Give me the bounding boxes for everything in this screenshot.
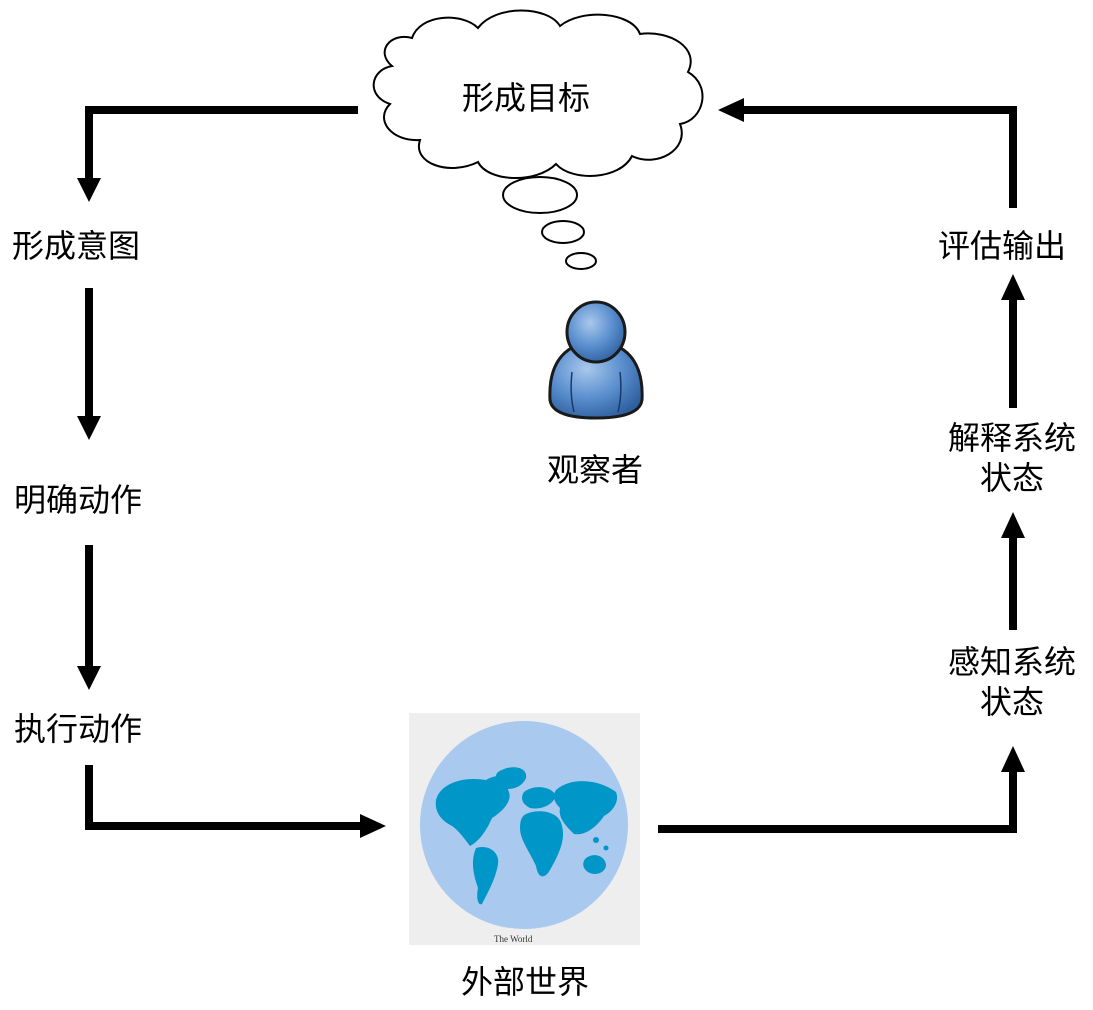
thought-cloud-icon <box>372 9 704 270</box>
perceive-state-line2: 状态 <box>979 683 1044 721</box>
world-label: 外部世界 <box>460 963 589 1001</box>
execute-action-label: 执行动作 <box>14 710 143 748</box>
arrow-perceive-to-interpret <box>1001 512 1025 630</box>
arrow-execute-to-world <box>85 765 386 838</box>
arrow-intention-to-specify <box>77 288 101 440</box>
interpret-state-label: 解释系统 状态 <box>927 418 1093 498</box>
perceive-state-line1: 感知系统 <box>947 643 1076 681</box>
perceive-state-label: 感知系统 状态 <box>927 642 1093 722</box>
world-map-icon <box>409 713 640 945</box>
arrow-goal-to-intention <box>77 106 358 202</box>
interpret-state-line1: 解释系统 <box>947 419 1076 457</box>
intention-label: 形成意图 <box>12 227 141 265</box>
evaluate-output-label: 评估输出 <box>938 227 1067 265</box>
person-icon <box>548 300 644 420</box>
world-map-caption: The World <box>494 934 533 944</box>
arrow-world-to-perceive <box>658 746 1025 833</box>
arrow-evaluate-to-goal <box>718 98 1017 208</box>
arrow-interpret-to-evaluate <box>1001 274 1025 408</box>
arrow-specify-to-execute <box>77 545 101 690</box>
interpret-state-line2: 状态 <box>979 459 1044 497</box>
goal-label: 形成目标 <box>462 79 591 117</box>
observer-label: 观察者 <box>546 451 643 489</box>
specify-action-label: 明确动作 <box>14 481 143 519</box>
